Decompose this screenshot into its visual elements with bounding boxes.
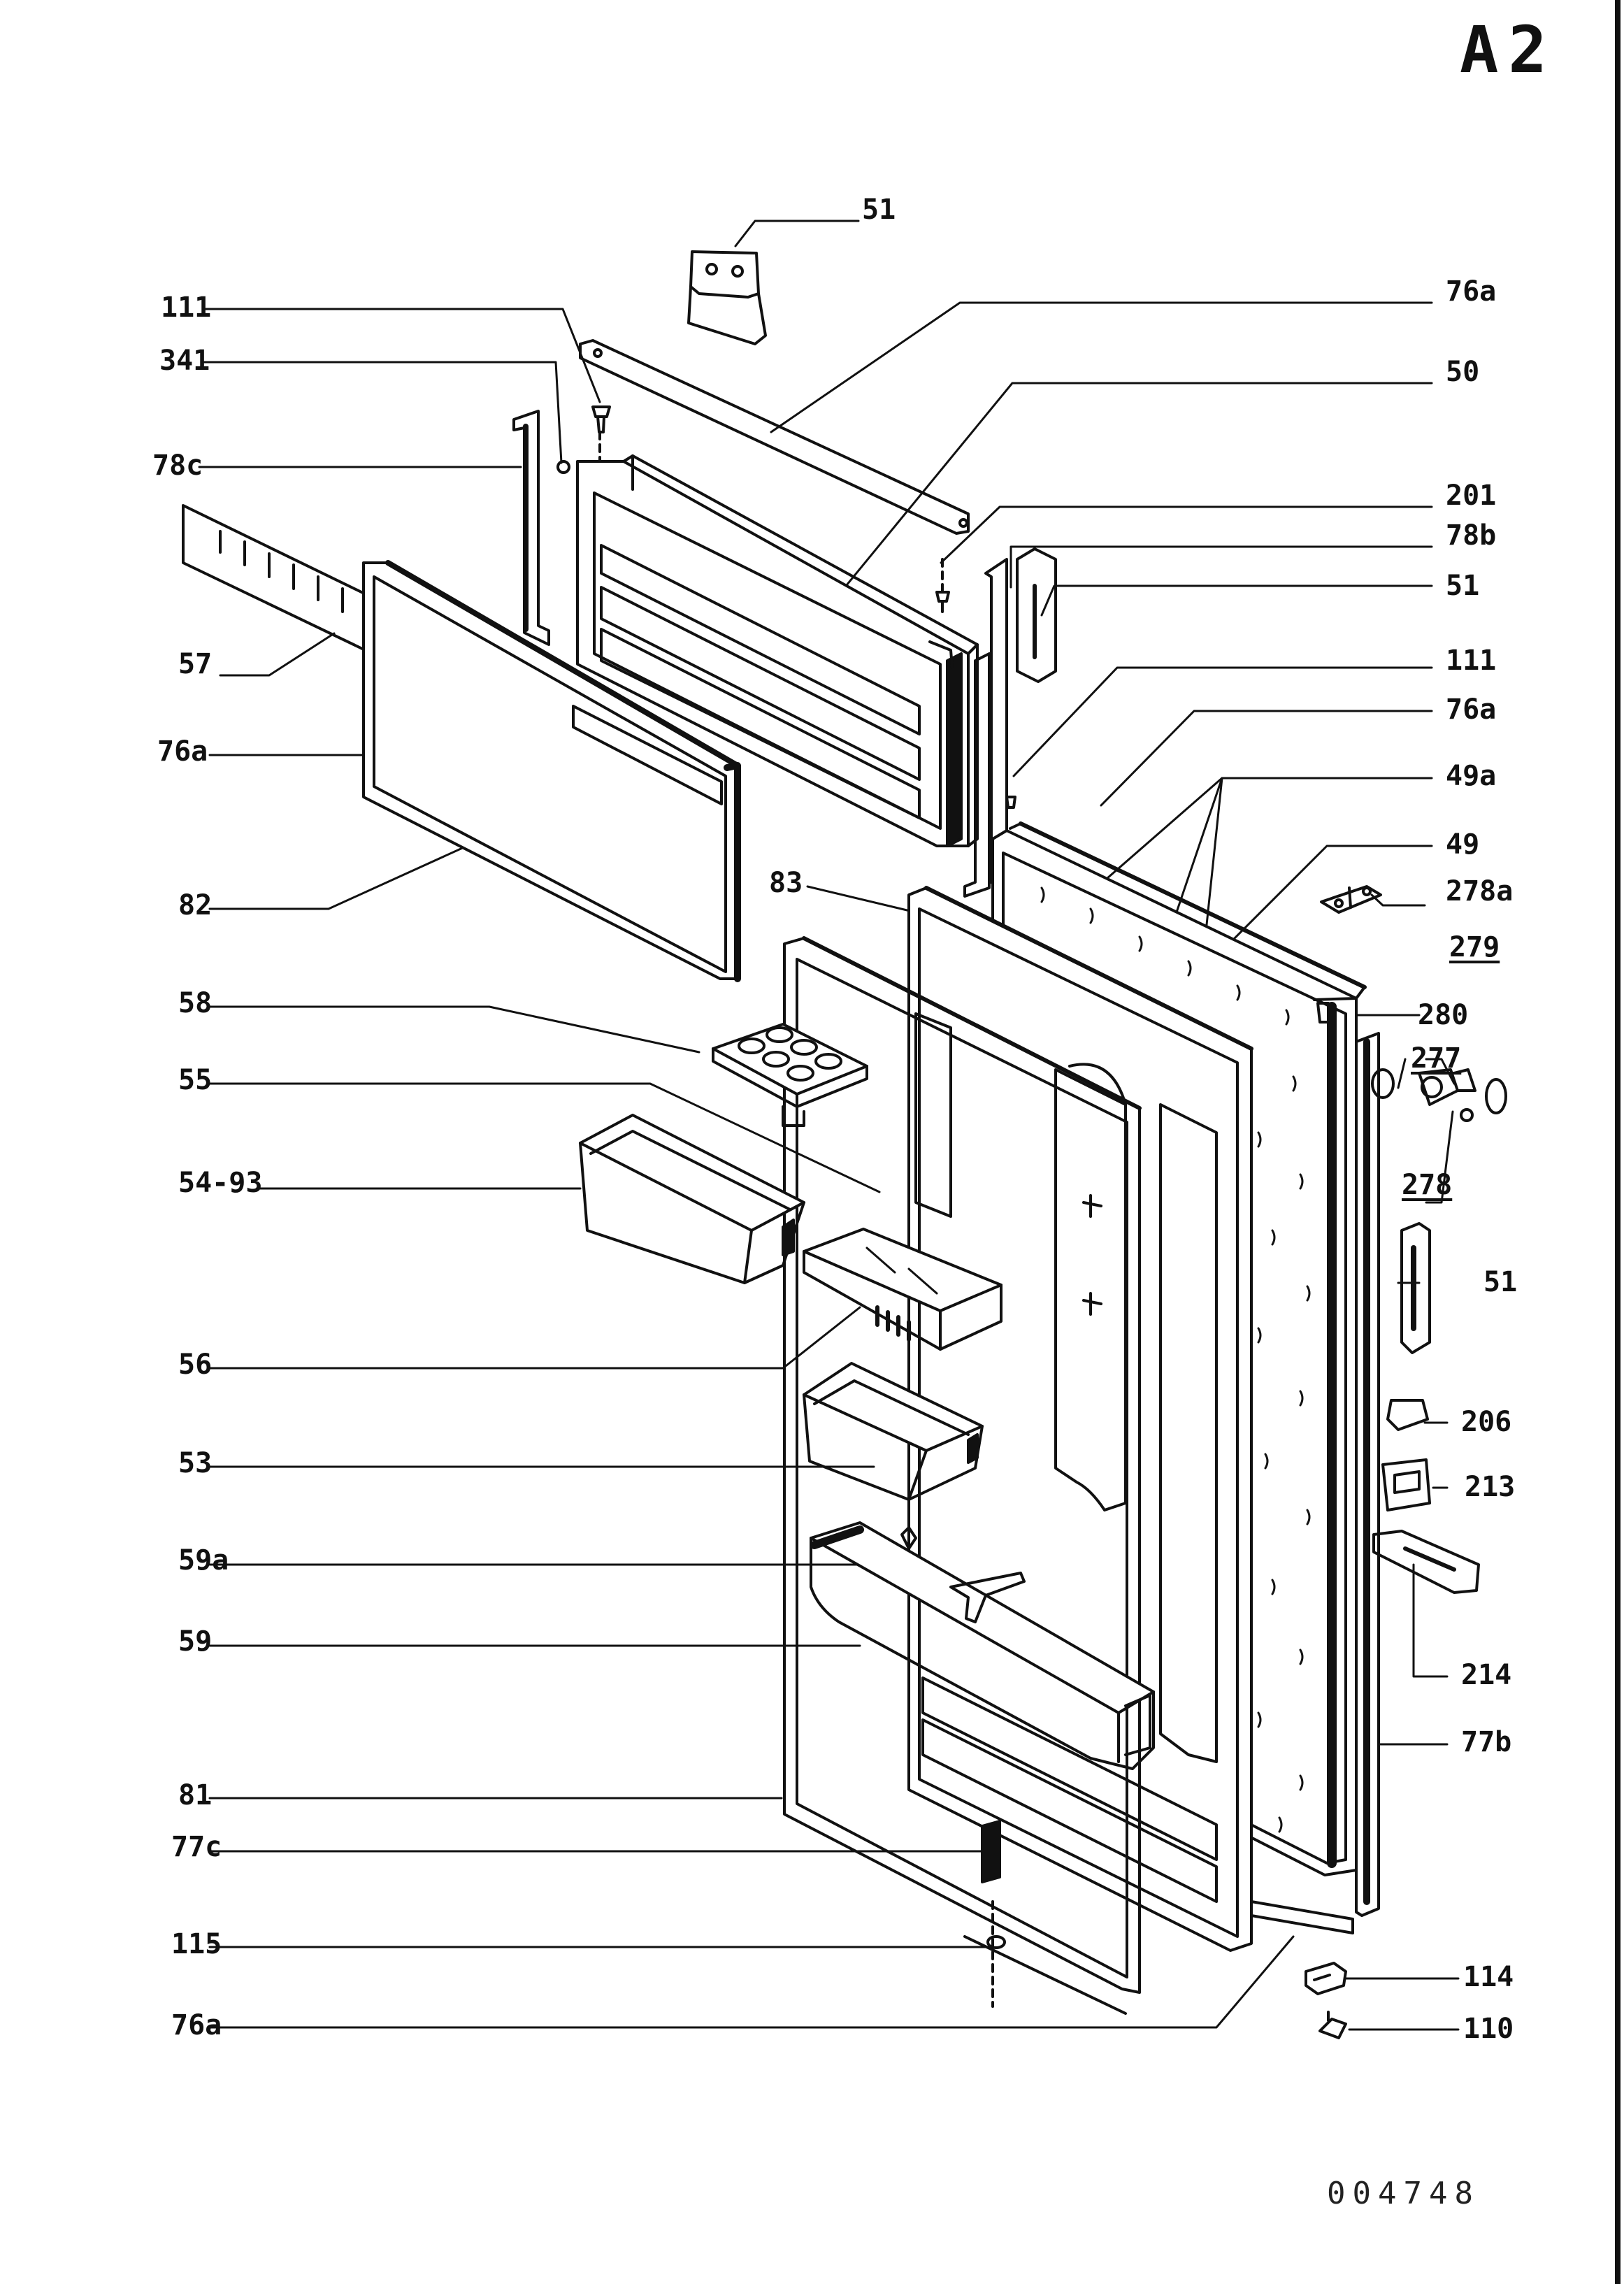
callout-59: 59	[178, 1625, 213, 1658]
page-edge-bar	[1615, 0, 1621, 2284]
egg-tray-part	[712, 1023, 868, 1127]
callout-83: 83	[769, 867, 803, 899]
screw-parts	[556, 405, 1016, 809]
bottom-balcony-shelf-part	[810, 1521, 1155, 1770]
callout-55: 55	[178, 1064, 213, 1096]
right-vertical-strip-part	[1355, 1032, 1380, 1917]
callout-50: 50	[1446, 356, 1480, 388]
callout-206: 206	[1461, 1406, 1512, 1438]
bottom-hinge-parts	[1305, 1962, 1347, 2039]
freezer-door-panel-part	[576, 454, 979, 847]
left-hinge-strip-part	[512, 410, 550, 646]
callout-51-top: 51	[862, 194, 896, 226]
callout-110: 110	[1463, 2013, 1514, 2045]
callout-115: 115	[171, 1928, 222, 1960]
callout-280: 280	[1418, 999, 1469, 1031]
callout-77c: 77c	[171, 1831, 222, 1863]
callout-213: 213	[1465, 1471, 1516, 1503]
document-number: 004748	[1327, 2176, 1480, 2211]
control-panel-parts	[1372, 1399, 1480, 1594]
callout-81: 81	[178, 1779, 213, 1811]
callout-51-low: 51	[1483, 1266, 1518, 1298]
callout-201: 201	[1446, 480, 1497, 512]
callout-76a-right: 76a	[1446, 694, 1497, 726]
callout-49a: 49a	[1446, 760, 1497, 792]
freezer-gasket-frame-part	[362, 560, 741, 982]
callout-341: 341	[159, 345, 210, 377]
bottom-hinge-strip-part	[981, 1820, 1006, 2008]
callout-51-mid: 51	[1446, 570, 1480, 602]
callout-78b: 78b	[1446, 519, 1497, 552]
callout-278: 278	[1402, 1169, 1453, 1201]
callout-111-left: 111	[161, 292, 212, 324]
callout-111-right: 111	[1446, 645, 1497, 677]
butter-compartment-part	[803, 1228, 1003, 1351]
top-gasket-strip-part	[579, 339, 970, 535]
callout-59a: 59a	[178, 1544, 229, 1576]
callout-278a: 278a	[1446, 875, 1514, 907]
lock-parts	[1316, 885, 1507, 1122]
inner-door-liner-part	[907, 886, 1253, 1952]
small-door-box-part	[803, 1362, 984, 1501]
callout-57: 57	[178, 648, 213, 680]
callout-82: 82	[178, 889, 213, 921]
callout-54-93: 54-93	[178, 1167, 263, 1199]
callout-77b: 77b	[1461, 1726, 1512, 1758]
callout-49: 49	[1446, 828, 1480, 861]
door-handle-part	[1400, 1222, 1431, 1354]
callout-76a-top: 76a	[1446, 275, 1497, 308]
callout-277: 277	[1411, 1042, 1462, 1075]
callout-53: 53	[178, 1447, 213, 1479]
bottle-shelf-part	[579, 1114, 805, 1284]
callout-78c: 78c	[152, 450, 203, 482]
callout-56: 56	[178, 1349, 213, 1381]
callout-58: 58	[178, 987, 213, 1019]
outer-door-frame-part	[783, 936, 1142, 2015]
handle-cap-part	[687, 250, 767, 345]
callout-76a-bottom: 76a	[171, 2009, 222, 2041]
sheet-id: A2	[1460, 13, 1557, 87]
callout-214: 214	[1461, 1659, 1512, 1691]
callout-114: 114	[1463, 1961, 1514, 1993]
callout-76a-left: 76a	[157, 735, 208, 768]
bottom-gasket-strip-part	[1250, 1900, 1354, 1934]
callout-279: 279	[1449, 931, 1500, 963]
